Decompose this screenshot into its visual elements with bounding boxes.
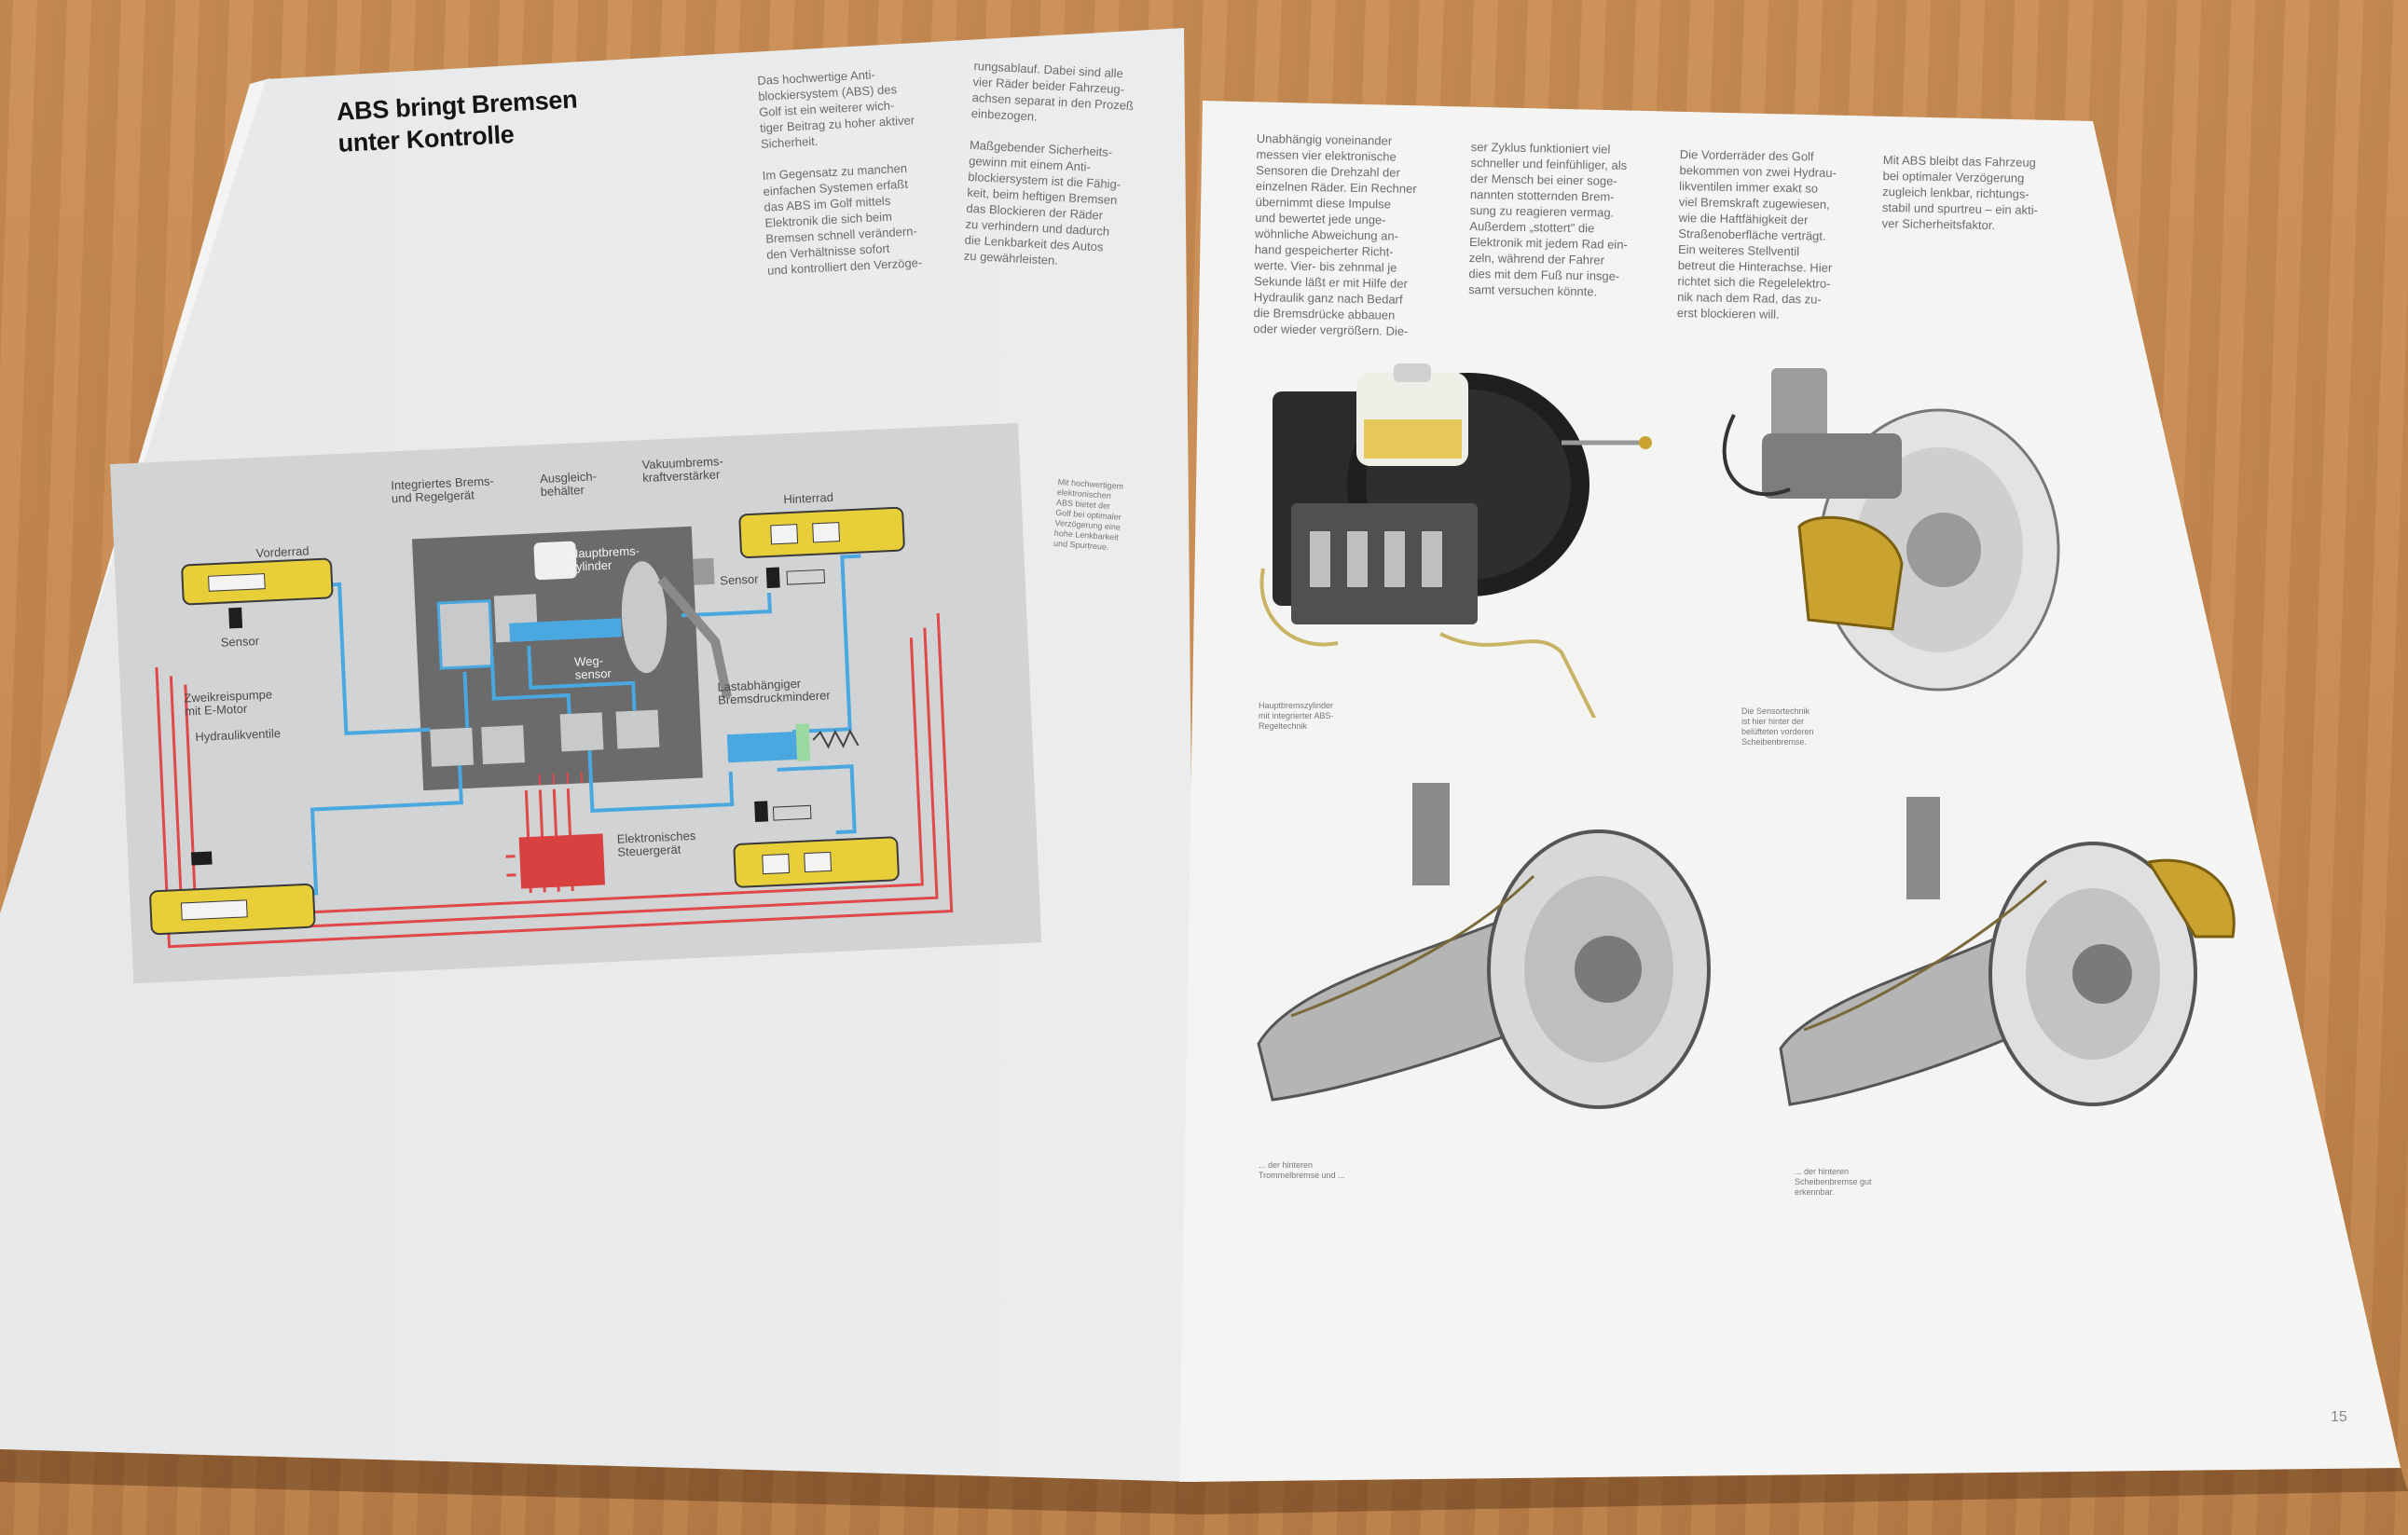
caption-disc-brake: ... der hinteren Scheibenbremse gut erke… <box>1795 1167 1872 1197</box>
label-hinterrad: Hinterrad <box>783 489 834 507</box>
page-title: ABS bringt Bremsen unter Kontrolle <box>336 83 580 158</box>
right-text-column-1: Unabhängig voneinander messen vier elekt… <box>1253 130 1417 338</box>
abs-schematic-drawing <box>110 422 1042 984</box>
front-disc-brake-illustration <box>1722 368 2060 692</box>
abs-schematic-diagram: Vorderrad Sensor Integriertes Brems- und… <box>110 422 1042 984</box>
label-wegsensor: Weg- sensor <box>573 653 612 682</box>
label-hauptbremszylinder: Hauptbrems- zylinder <box>569 543 640 574</box>
label-lastabhaengiger-bremsdruckminderer: Lastabhängiger Bremsdruckminderer <box>717 676 832 707</box>
label-sensor-rear: Sensor <box>720 571 759 588</box>
left-text-column-1: Das hochwertige Anti- blockiersystem (AB… <box>757 67 923 278</box>
label-integriertes-bremsgeraet: Integriertes Brems- und Regelgerät <box>391 473 495 506</box>
label-ausgleichbehaelter: Ausgleich- behälter <box>539 469 598 500</box>
label-zweikreispumpe: Zweikreispumpe mit E-Motor <box>184 687 273 719</box>
master-cylinder-illustration <box>1259 363 1652 718</box>
caption-master-cylinder: Hauptbremszylinder mit integrierter ABS-… <box>1259 701 1334 731</box>
caption-sensor: Die Sensortechnik ist hier hinter der be… <box>1741 706 1814 747</box>
page-number: 15 <box>2331 1409 2347 1425</box>
caption-drum-brake: ... der hinteren Trommelbremse und ... <box>1259 1160 1345 1180</box>
right-text-column-2: ser Zyklus funktioniert viel schneller u… <box>1468 139 1628 299</box>
label-sensor-front: Sensor <box>220 633 260 650</box>
label-elektronisches-steuergeraet: Elektronisches Steuergerät <box>616 828 696 859</box>
rear-drum-brake-illustration <box>1257 783 1711 1109</box>
left-text-column-2: rungsablauf. Dabei sind alle vier Räder … <box>963 58 1135 267</box>
rear-disc-brake-illustration <box>1779 797 2236 1106</box>
right-text-column-4: Mit ABS bleibt das Fahrzeug bei optimale… <box>1881 152 2039 233</box>
right-text-column-3: Die Vorderräder des Golf bekommen von zw… <box>1676 146 1837 322</box>
diagram-caption: Mit hochwertigem elektronischen ABS biet… <box>1053 477 1124 552</box>
label-vakuumbremskraftverstaerker: Vakuumbrems- kraftverstärker <box>641 454 724 486</box>
label-vorderrad: Vorderrad <box>255 543 310 560</box>
